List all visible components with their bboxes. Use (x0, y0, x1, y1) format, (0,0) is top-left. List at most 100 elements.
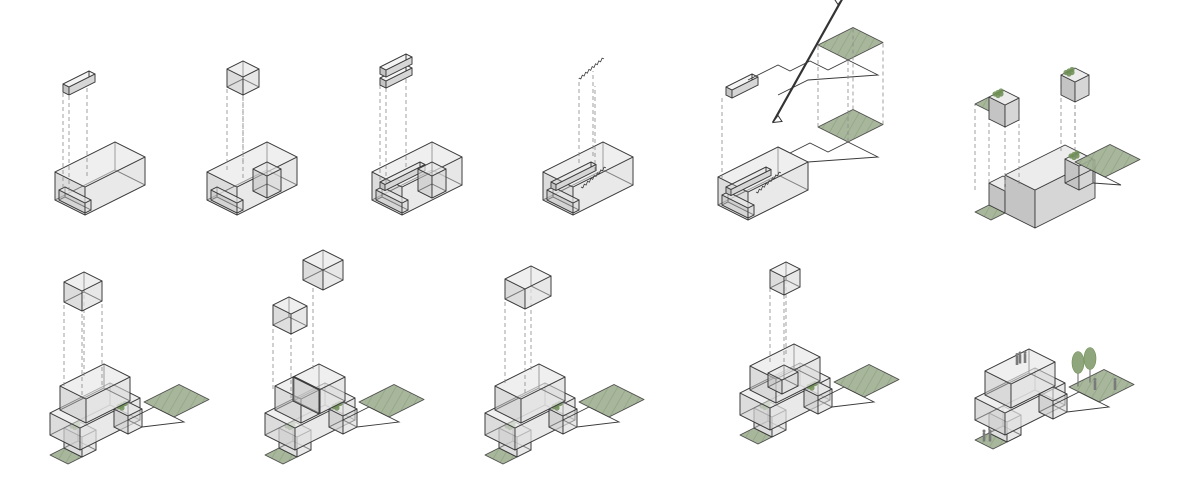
top-face (62, 70, 96, 88)
inner-volume (721, 191, 755, 219)
site-outline (1064, 169, 1122, 186)
panel-10 (739, 261, 900, 445)
upper-floor (59, 363, 131, 424)
person-head-icon (1093, 378, 1097, 381)
floating-bench (725, 73, 759, 99)
inner-room (417, 161, 447, 199)
inner-room (252, 161, 282, 199)
person-icon (1023, 354, 1027, 363)
floating-module (769, 261, 801, 296)
garden-patch (358, 384, 425, 418)
bench-volume (550, 161, 597, 191)
floating-module (302, 249, 344, 291)
panel-2 (206, 60, 298, 216)
top-face (379, 53, 413, 71)
circulation-arrow (772, 0, 843, 124)
person-icon (988, 432, 992, 442)
person-icon (1093, 381, 1097, 390)
partition (292, 376, 321, 415)
panel-9 (484, 265, 645, 465)
panel-4 (542, 57, 634, 216)
bench-volume (725, 166, 772, 196)
top-face (54, 141, 146, 188)
upper-floor (274, 363, 346, 424)
panel-8 (264, 249, 425, 465)
top-face (494, 363, 566, 400)
person-icon (982, 432, 986, 442)
existing-house (54, 141, 146, 216)
top-face (302, 249, 344, 271)
inner-volume (546, 186, 580, 214)
tree-icon (1071, 351, 1085, 374)
garden-patch (1068, 369, 1135, 403)
garden-patch-upper (817, 27, 884, 61)
person-head-icon (1018, 351, 1022, 355)
top-face (749, 343, 821, 380)
panel-11 (974, 347, 1135, 450)
floating-room (226, 60, 260, 96)
plant-icon (554, 405, 560, 411)
inner-volume (375, 186, 409, 214)
top-face (769, 261, 801, 278)
planter-box (1038, 386, 1068, 420)
top-face (226, 60, 260, 78)
site-outline (1052, 391, 1111, 413)
floating-module (63, 271, 103, 312)
plant-icon (1074, 153, 1080, 159)
plant-icon (1069, 69, 1075, 76)
top-face (379, 161, 426, 185)
arrow-head-icon (834, 0, 842, 6)
plant-icon (119, 405, 125, 411)
top-face (767, 364, 799, 381)
top-face (210, 186, 244, 204)
panel-3 (371, 53, 463, 216)
floating-roof-module (504, 265, 552, 310)
top-face (417, 161, 447, 177)
panel-1 (54, 70, 146, 216)
floating-bench (62, 70, 96, 96)
person-icon (1018, 354, 1022, 364)
person-icon (1113, 381, 1117, 390)
person-head-icon (982, 429, 986, 433)
plant-icon (334, 405, 340, 411)
top-face (550, 161, 597, 185)
top-face (725, 73, 759, 91)
top-face (292, 376, 321, 391)
floating-module (272, 296, 308, 335)
inner-volume (210, 186, 244, 214)
person-icon (1015, 356, 1019, 365)
garden-patch (578, 384, 645, 418)
panel-6 (974, 66, 1141, 229)
garden-patch (1074, 144, 1141, 178)
stair-icon (755, 171, 782, 194)
floating-planter (1060, 67, 1090, 103)
plant-icon (809, 385, 815, 391)
top-face (274, 363, 346, 400)
top-face (63, 271, 103, 292)
stair-icon (580, 166, 607, 189)
person-head-icon (1113, 378, 1117, 381)
panel-7 (49, 271, 210, 465)
garden-patch (817, 109, 884, 143)
front-face (318, 389, 321, 415)
tree-icon (1083, 347, 1097, 370)
planter-box (803, 381, 833, 415)
upper-outline (747, 59, 880, 96)
top-face (252, 161, 282, 177)
stair-icon (578, 57, 605, 80)
garden-patch (833, 364, 900, 398)
panel-5 (717, 0, 884, 221)
top-face (272, 296, 308, 315)
site-outline (777, 141, 880, 163)
floating-bench (379, 53, 413, 78)
top-face (984, 348, 1056, 385)
top-face (206, 141, 298, 188)
garden-patch (143, 384, 210, 418)
top-face (725, 166, 772, 190)
arrow-head-icon (771, 114, 783, 124)
person-head-icon (1023, 351, 1027, 354)
person-head-icon (988, 429, 992, 433)
top-face (59, 363, 131, 400)
upper-floor (494, 363, 566, 424)
top-face (1038, 386, 1068, 402)
